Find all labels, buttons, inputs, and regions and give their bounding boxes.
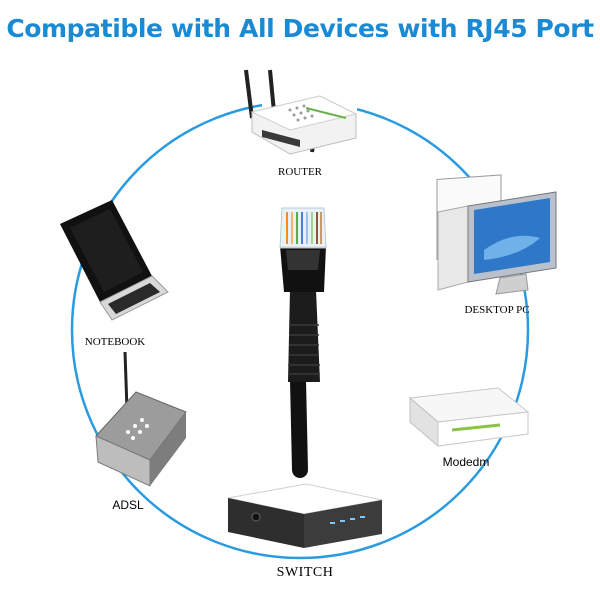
modem-icon	[408, 387, 530, 448]
notebook-label: NOTEBOOK	[85, 336, 146, 348]
adsl-label: ADSL	[112, 498, 144, 512]
adsl-modem-icon	[95, 351, 187, 487]
desktop-pc-icon	[436, 174, 557, 295]
page-title: Compatible with All Devices with RJ45 Po…	[6, 14, 594, 43]
router-icon	[244, 69, 358, 155]
notebook-icon	[60, 200, 169, 321]
router-label: ROUTER	[278, 166, 323, 178]
rj45-cable-icon	[279, 207, 327, 478]
switch-icon	[227, 483, 383, 548]
switch-label: SWITCH	[277, 565, 334, 580]
desktop-pc-label: DESKTOP PC	[464, 304, 529, 316]
modem-label: Modedm	[443, 455, 490, 469]
